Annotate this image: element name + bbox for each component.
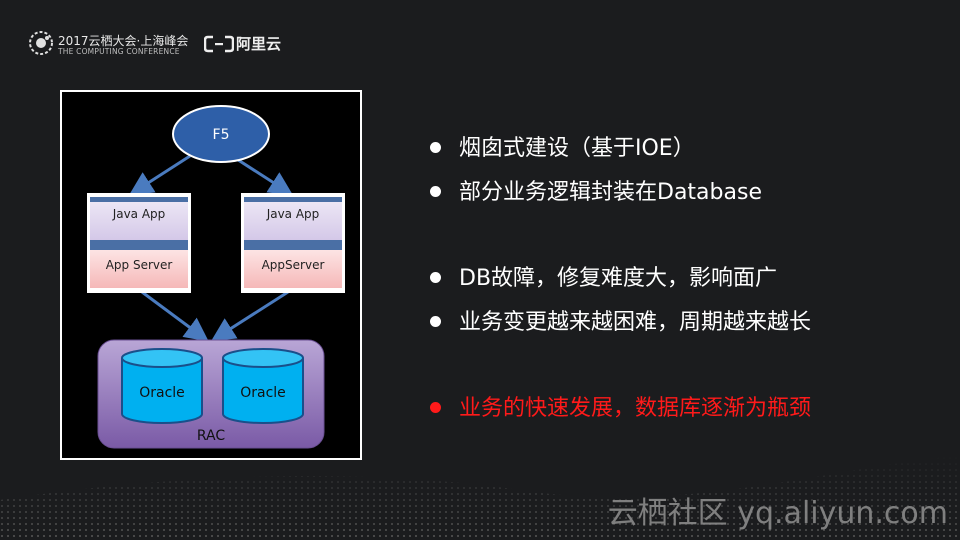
left-app-node: Java App App Server (87, 193, 191, 293)
bullet-item-highlight: 业务的快速发展，数据库逐渐为瓶颈 (430, 390, 811, 422)
conference-title: 2017云栖大会·上海峰会 (58, 34, 189, 48)
right-app-java-label: Java App (266, 207, 320, 221)
arrow-left-app-to-rac (141, 290, 209, 342)
bullet-item: 烟囱式建设（基于IOE） (430, 130, 695, 162)
f5-load-balancer-node (172, 105, 270, 163)
left-app-server-label: App Server (106, 258, 173, 272)
bullet-dot-icon (430, 401, 441, 413)
aliyun-logo-icon (204, 35, 234, 53)
architecture-diagram: F5 Java App App Server Java App AppServe… (60, 90, 362, 460)
bullet-dot-icon (430, 141, 441, 153)
bullet-dot-icon (430, 271, 441, 283)
rac-label: RAC (197, 428, 225, 444)
arrow-f5-to-right-app (231, 154, 294, 196)
bullet-item: 部分业务逻辑封装在Database (430, 174, 762, 206)
oracle-left-label: Oracle (139, 385, 185, 401)
bullet-text: DB故障，修复难度大，影响面广 (459, 266, 778, 291)
bullet-dot-icon (430, 315, 441, 327)
architecture-diagram-canvas: F5 Java App App Server Java App AppServe… (87, 105, 345, 449)
right-app-node: Java App AppServer (241, 193, 345, 293)
aliyun-brand-name: 阿里云 (236, 35, 282, 53)
bullet-list: 烟囱式建设（基于IOE） 部分业务逻辑封装在Database DB故障，修复难度… (430, 128, 930, 428)
oracle-db-left-icon (121, 348, 203, 424)
left-app-java-label: Java App (112, 207, 166, 221)
right-app-server-label: AppServer (262, 258, 325, 272)
bullet-dot-icon (430, 185, 441, 197)
bullet-text: 业务变更越来越困难，周期越来越长 (459, 310, 812, 335)
arrow-right-app-to-rac (210, 290, 289, 342)
oracle-right-label: Oracle (240, 385, 286, 401)
bullet-text: 烟囱式建设（基于IOE） (459, 136, 695, 161)
conference-logo-icon (29, 31, 53, 55)
arrow-f5-to-left-app (128, 154, 191, 196)
bullet-item: DB故障，修复难度大，影响面广 (430, 260, 777, 292)
bullet-text: 业务的快速发展，数据库逐渐为瓶颈 (459, 396, 812, 421)
watermark: 云栖社区 yq.aliyun.com (607, 496, 948, 531)
conference-subtitle: THE COMPUTING CONFERENCE (58, 47, 180, 56)
f5-label: F5 (213, 127, 230, 143)
bullet-item: 业务变更越来越困难，周期越来越长 (430, 304, 811, 336)
oracle-db-right-icon (222, 348, 304, 424)
bullet-text: 部分业务逻辑封装在Database (459, 180, 762, 205)
